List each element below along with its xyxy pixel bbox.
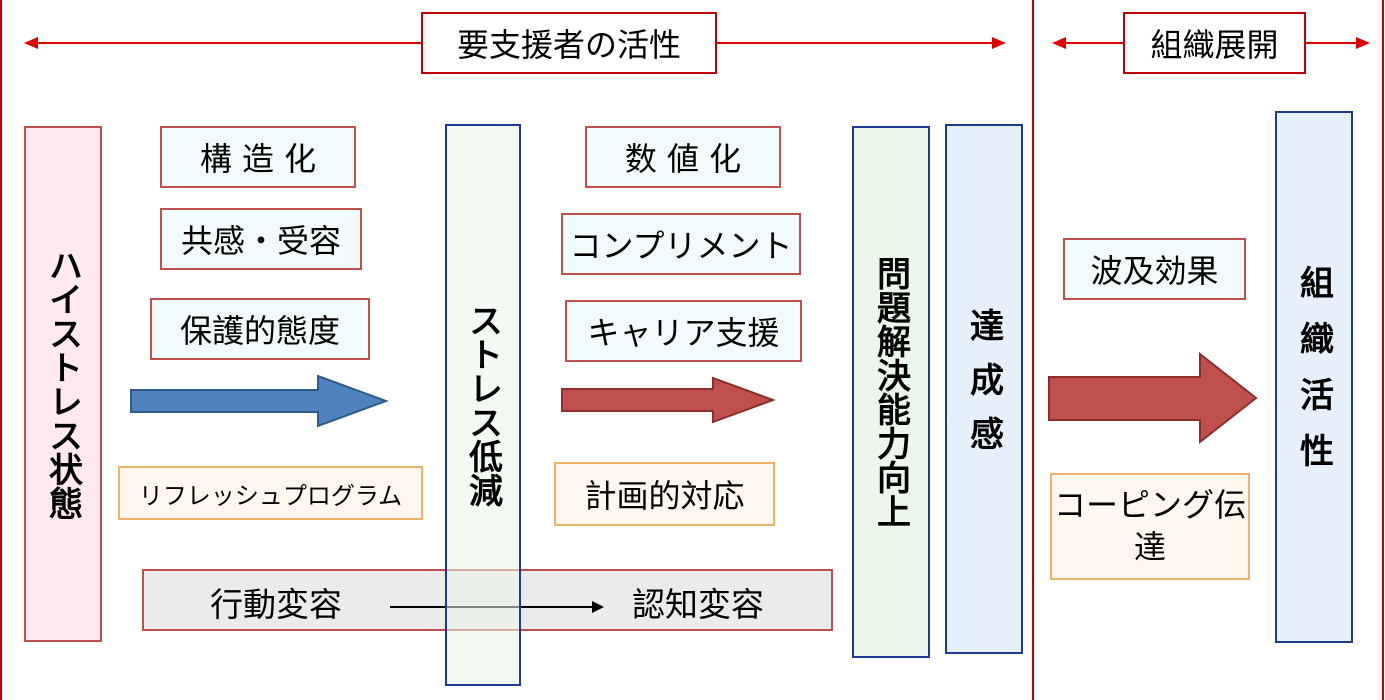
- column-problem-solving-text: 問題解決能力向上: [870, 256, 911, 528]
- structuring-text: 構 造 化: [199, 140, 317, 178]
- refresh-program-text: リフレッシュプログラム: [138, 481, 403, 510]
- refresh-program-box: リフレッシュプログラム: [118, 466, 423, 520]
- section-title-right-text: 組織展開: [1150, 26, 1279, 64]
- section-title-left-text: 要支援者の活性: [456, 26, 681, 64]
- planned-response-text: 計画的対応: [584, 477, 745, 515]
- column-high-stress: ハイストレス状態: [24, 126, 102, 642]
- behavior-change-label: 行動変容: [210, 585, 342, 624]
- protective-attitude-text: 保護的態度: [179, 312, 340, 350]
- quantification-text: 数 値 化: [624, 140, 742, 178]
- protective-attitude-box: 保護的態度: [150, 298, 370, 360]
- column-achievement: 達成感: [945, 124, 1023, 654]
- column-org-activation: 組織活性: [1275, 111, 1353, 643]
- career-support-text: キャリア支援: [587, 314, 780, 352]
- section-title-right: 組織展開: [1123, 12, 1306, 74]
- empathy-text: 共感・受容: [180, 222, 341, 260]
- career-support-box: キャリア支援: [565, 300, 802, 362]
- column-stress-reduction: ストレス低減: [445, 124, 521, 686]
- column-achievement-text: 達成感: [963, 308, 1004, 470]
- coping-transfer-text: コーピング伝達: [1053, 485, 1246, 566]
- column-org-activation-text: 組織活性: [1293, 265, 1334, 489]
- coping-transfer-box: コーピング伝達: [1050, 473, 1250, 580]
- column-problem-solving: 問題解決能力向上: [852, 126, 930, 658]
- empathy-box: 共感・受容: [160, 208, 362, 270]
- column-high-stress-text: ハイストレス状態: [42, 248, 83, 520]
- compliment-box: コンプリメント: [561, 213, 801, 275]
- ripple-effect-text: 波及効果: [1090, 252, 1219, 290]
- compliment-text: コンプリメント: [569, 227, 793, 265]
- section-title-left: 要支援者の活性: [421, 12, 717, 74]
- ripple-effect-box: 波及効果: [1063, 238, 1246, 300]
- cognition-change-label: 認知変容: [632, 585, 764, 624]
- column-stress-reduction-text: ストレス低減: [462, 303, 503, 507]
- quantification-box: 数 値 化: [585, 126, 781, 188]
- structuring-box: 構 造 化: [160, 126, 356, 188]
- planned-response-box: 計画的対応: [554, 462, 775, 526]
